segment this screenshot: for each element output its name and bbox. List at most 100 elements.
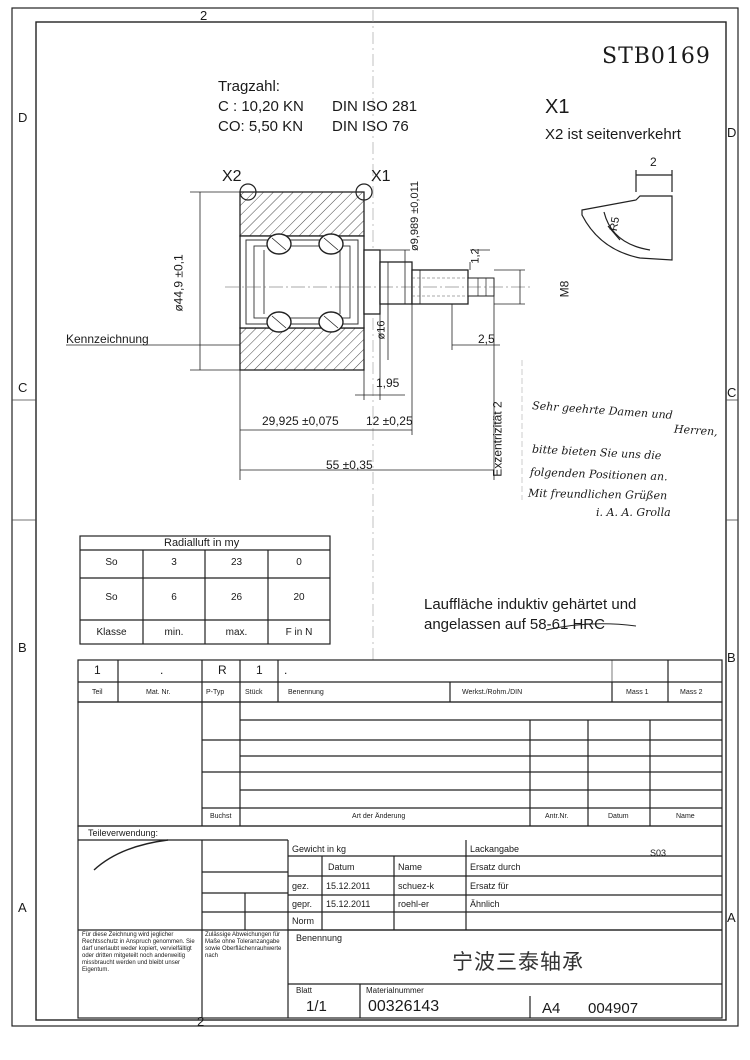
datum-label: Datum bbox=[328, 862, 355, 872]
gepr-date: 15.12.2011 bbox=[326, 899, 371, 909]
zone-bottom-2: 2 bbox=[197, 1014, 205, 1029]
part-benennung-value: . bbox=[284, 663, 288, 677]
kennzeichnung-label: Kennzeichnung bbox=[66, 332, 149, 346]
x2-label: X2 bbox=[222, 168, 242, 185]
chg-name: Name bbox=[676, 813, 695, 820]
part-ptyp-value: R bbox=[218, 663, 227, 677]
document-id: STB0169 bbox=[602, 44, 711, 69]
handwritten-line-5: Mit freundlichen Grüßen bbox=[527, 486, 668, 503]
blatt-label: Blatt bbox=[296, 986, 313, 995]
gepr-name: roehl-er bbox=[398, 899, 430, 909]
teilverwendung-arc bbox=[93, 839, 169, 871]
radial-r1-c2: 3 bbox=[171, 557, 177, 568]
view-x2-note: X2 ist seitenverkehrt bbox=[545, 126, 681, 143]
detail-radius: R5 bbox=[607, 216, 623, 232]
handwritten-signature: i. A. A. Grolla bbox=[596, 506, 671, 519]
dim-m8: M8 bbox=[557, 280, 572, 298]
dimension-lines bbox=[66, 191, 525, 480]
tragzahl-c-norm: DIN ISO 281 bbox=[332, 98, 418, 115]
dim-55: 55 ±0,35 bbox=[326, 458, 373, 472]
drawing-number: 004907 bbox=[588, 1000, 639, 1017]
tragzahl-title: Tragzahl: bbox=[218, 78, 280, 95]
dim-1-95: 1,95 bbox=[376, 376, 400, 390]
blatt-value: 1/1 bbox=[306, 998, 327, 1015]
ersatz-durch-label: Ersatz durch bbox=[470, 862, 521, 872]
zone-right-b: B bbox=[727, 650, 736, 665]
gewicht-label: Gewicht in kg bbox=[292, 844, 347, 854]
tragzahl-c: C : 10,20 KN bbox=[218, 98, 304, 115]
radial-r2-c1: So bbox=[105, 592, 118, 603]
dim-outer-diameter: ø44,9 ±0,1 bbox=[171, 254, 186, 312]
radial-r1-c1: So bbox=[105, 557, 118, 568]
chg-art: Art der Änderung bbox=[352, 813, 406, 820]
title-block-grid bbox=[77, 825, 723, 1019]
tragzahl-co-norm: DIN ISO 76 bbox=[332, 118, 409, 135]
teilverwendung-label: Teileverwendung: bbox=[88, 828, 159, 838]
part-mat-value: . bbox=[160, 663, 164, 677]
radial-table-title: Radialluft in my bbox=[164, 537, 240, 549]
zone-left-b: B bbox=[18, 640, 27, 655]
radial-r1-c4: 0 bbox=[296, 557, 302, 568]
benennung-label: Benennung bbox=[296, 933, 343, 943]
tolerance-note: Zulässige Abweichungen für Maße ohne Tol… bbox=[205, 932, 282, 959]
radius-detail bbox=[581, 170, 673, 261]
inner-frame bbox=[35, 21, 727, 1021]
outer-frame bbox=[11, 7, 739, 1027]
radial-r3-c2: min. bbox=[164, 627, 184, 638]
part-stueck-value: 1 bbox=[256, 663, 263, 677]
radial-r2-c4: 20 bbox=[293, 592, 305, 603]
hdr-mat-nr: Mat. Nr. bbox=[146, 689, 171, 696]
x1-marker bbox=[355, 183, 373, 201]
zone-right-c: C bbox=[727, 385, 737, 400]
dim-12: 12 ±0,25 bbox=[366, 414, 413, 428]
roller-section bbox=[225, 191, 530, 371]
gez-date: 15.12.2011 bbox=[326, 881, 371, 891]
materialnummer-label: Materialnummer bbox=[366, 986, 424, 995]
zone-left-a: A bbox=[18, 900, 27, 915]
hdr-mass-2: Mass 2 bbox=[680, 689, 703, 696]
hdr-p-typ: P-Typ bbox=[206, 689, 225, 696]
chinese-stamp: 宁波三泰轴承 bbox=[452, 950, 584, 974]
dim-29-925: 29,925 ±0,075 bbox=[262, 414, 339, 428]
x1-label: X1 bbox=[371, 168, 391, 185]
dim-inner-diameter: ø9,989 ±0,011 bbox=[409, 180, 422, 252]
lackangabe-label: Lackangabe bbox=[470, 844, 520, 854]
dim-shaft-diameter: ø16 bbox=[375, 320, 388, 340]
gez-name: schuez-k bbox=[398, 881, 435, 891]
radial-r2-c3: 26 bbox=[230, 592, 243, 603]
surface-note-line-1: Lauffläche induktiv gehärtet und bbox=[424, 596, 637, 613]
ersatz-fuer-label: Ersatz für bbox=[470, 881, 509, 891]
part-teil-value: 1 bbox=[94, 663, 101, 677]
dim-2-5: 2,5 bbox=[478, 332, 495, 346]
chg-datum: Datum bbox=[608, 813, 629, 820]
zone-top-2: 2 bbox=[200, 8, 208, 23]
view-x1-label: X1 bbox=[545, 96, 570, 118]
radial-r3-c4: F in N bbox=[285, 627, 313, 638]
detail-dim-2: 2 bbox=[650, 155, 657, 169]
radial-r3-c1: Klasse bbox=[96, 627, 127, 638]
format-value: A4 bbox=[542, 1000, 561, 1017]
zone-right-d: D bbox=[727, 125, 737, 140]
radial-r3-c3: max. bbox=[225, 627, 248, 638]
radial-table-grid bbox=[79, 535, 331, 645]
copyright-note: Für diese Zeichnung wird jeglicher Recht… bbox=[82, 932, 195, 973]
hdr-werkst: Werkst./Rohm./DIN bbox=[462, 689, 523, 696]
chg-buchst: Buchst bbox=[210, 813, 232, 820]
radial-r1-c3: 23 bbox=[230, 557, 243, 568]
zone-right-a: A bbox=[727, 910, 736, 925]
radial-r2-c2: 6 bbox=[171, 592, 177, 603]
aehnlich-label: Ähnlich bbox=[470, 899, 500, 909]
gez-label: gez. bbox=[292, 881, 310, 891]
materialnummer-value: 00326143 bbox=[368, 998, 440, 1015]
hdr-teil: Teil bbox=[92, 689, 103, 696]
lack-code: S03 bbox=[650, 848, 667, 858]
norm-label: Norm bbox=[292, 916, 314, 926]
zone-left-d: D bbox=[18, 110, 28, 125]
hdr-stueck: Stück bbox=[245, 689, 263, 696]
zone-left-c: C bbox=[18, 380, 28, 395]
name-label: Name bbox=[398, 862, 423, 872]
surface-note-line-2: angelassen auf 58-61 HRC bbox=[424, 616, 605, 633]
dim-1-2: 1,2 bbox=[469, 248, 482, 264]
hdr-mass-1: Mass 1 bbox=[626, 689, 649, 696]
